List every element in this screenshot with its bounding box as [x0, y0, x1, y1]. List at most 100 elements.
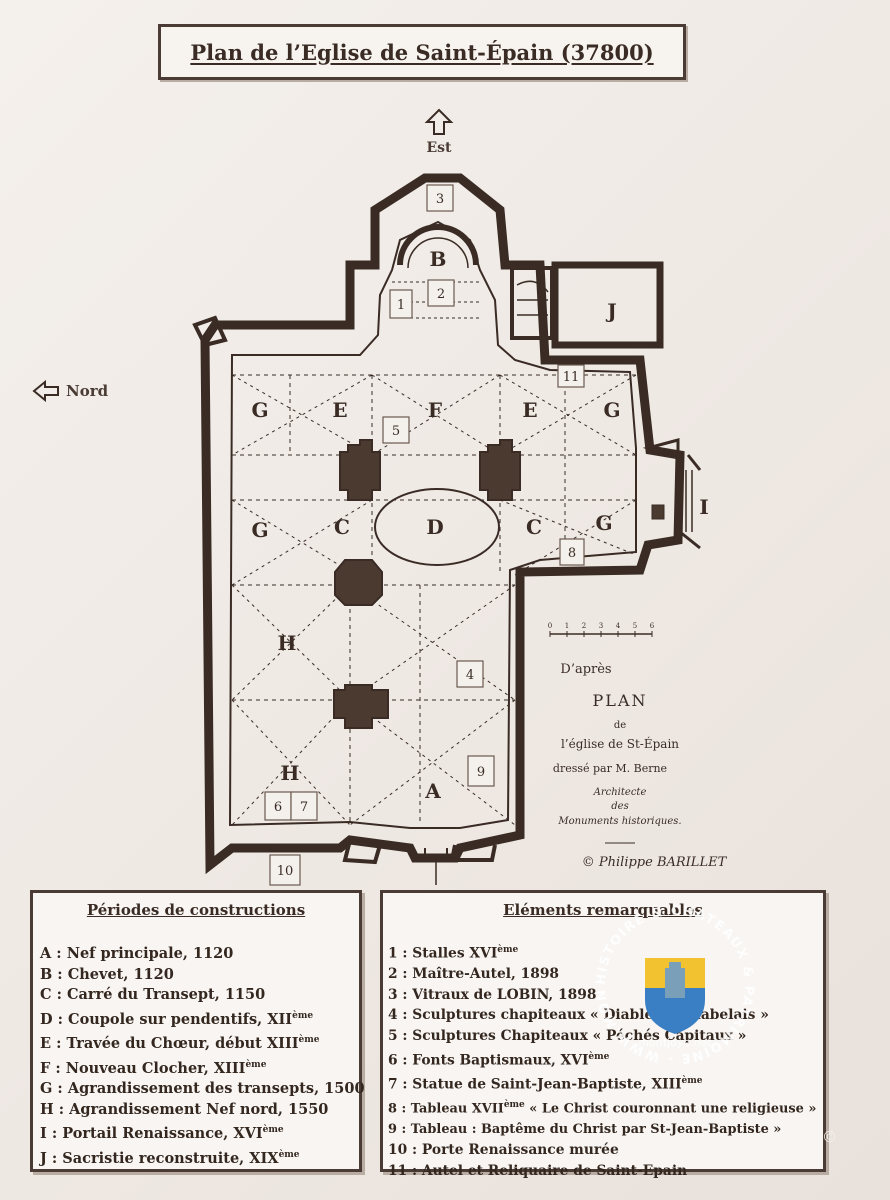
copyright-mark: ©	[822, 1128, 837, 1146]
zone-e-label: E	[522, 398, 537, 422]
period-item: I : Portail Renaissance, XVIème	[40, 1125, 284, 1143]
zone-h-label: H	[278, 631, 297, 655]
church-inner-wall	[228, 220, 637, 829]
arrow-left-icon	[32, 380, 59, 402]
scale-tick-label: 6	[650, 622, 655, 630]
church-outer-wall	[200, 173, 685, 875]
period-item: D : Coupole sur pendentifs, XIIème	[40, 1010, 314, 1028]
watermark-logo: HISTOIRE & CHATEAUX & PATRIMOINE - WWW.M…	[590, 900, 755, 1066]
element-item: 3 : Vitraux de LOBIN, 1898	[388, 986, 597, 1003]
arrow-up-icon	[424, 108, 454, 135]
marker-3: 3	[436, 192, 444, 207]
periods-heading: Périodes de constructions	[86, 901, 306, 919]
attribution-de: de	[614, 720, 626, 731]
scale-tick-label: 2	[582, 622, 586, 630]
ordinal-suffix: ème	[497, 945, 519, 955]
zone-a-label: A	[424, 779, 441, 803]
marker-8: 8	[568, 546, 576, 561]
attribution-plan: PLAN	[593, 691, 648, 710]
element-item: 2 : Maître-Autel, 1898	[388, 966, 560, 983]
compass-north-label: Nord	[66, 382, 109, 400]
pillar	[334, 559, 383, 606]
element-item: 9 : Tableau : Baptême du Christ par St-J…	[388, 1121, 782, 1137]
ordinal-suffix: ème	[262, 1125, 284, 1136]
periods-legend: Périodes de constructions A : Nef princi…	[30, 890, 365, 1172]
watermark-site: montjoye.net	[638, 1036, 712, 1049]
marker-10: 10	[277, 864, 294, 879]
marker-6: 6	[274, 800, 282, 815]
photo-credit: © Philippe BARILLET	[582, 855, 728, 870]
marker-5: 5	[392, 424, 400, 439]
zone-g-label: G	[595, 511, 612, 535]
zone-g-label: G	[251, 398, 268, 422]
zone-g-label: G	[251, 518, 268, 542]
staircase	[510, 266, 554, 340]
period-item: J : Sacristie reconstruite, XIXème	[40, 1149, 300, 1167]
attribution-line1: D’après	[560, 662, 611, 677]
element-item: 7 : Statue de Saint-Jean-Baptiste, XIIIè…	[388, 1075, 703, 1093]
marker-11: 11	[563, 370, 580, 385]
period-item: A : Nef principale, 1120	[40, 945, 234, 962]
marker-2: 2	[437, 287, 445, 302]
pillar	[479, 439, 521, 501]
marker-1: 1	[397, 298, 405, 313]
title-box: Plan de l’Eglise de Saint-Épain (37800)	[158, 24, 686, 80]
compass-east: Est	[418, 108, 460, 156]
periods-list: A : Nef principale, 1120 B : Chevet, 112…	[33, 919, 365, 1169]
zone-e-label: E	[332, 398, 347, 422]
marker-4: 4	[466, 668, 474, 683]
ordinal-suffix: ème	[681, 1075, 703, 1086]
scale-tick-label: 5	[633, 622, 637, 630]
ordinal-suffix: ème	[278, 1149, 300, 1160]
zone-g-label: G	[603, 398, 620, 422]
scale-tick-label: 4	[616, 622, 621, 630]
scale-bar: 0 1 2 3 4 5 6	[548, 622, 655, 637]
floor-plan: B J G E F E G G C D C G I H H A 3 1 2 11…	[192, 173, 728, 886]
zone-j-label: J	[605, 299, 616, 323]
shield-icon	[645, 958, 705, 1034]
zone-f-label: F	[428, 398, 442, 422]
element-item: 6 : Fonts Baptismaux, XVIème	[388, 1051, 610, 1069]
period-item: E : Travée du Chœur, début XIIIème	[40, 1035, 320, 1053]
element-item: 5 : Sculptures Chapiteaux « Péchés Capit…	[388, 1027, 747, 1044]
marker-7: 7	[300, 800, 308, 815]
scale-tick-label: 1	[565, 622, 569, 630]
zone-h-label: H	[281, 761, 300, 785]
element-item: 1 : Stalles XVIème	[388, 945, 519, 962]
attribution-author: dressé par M. Berne	[553, 762, 667, 775]
element-item: 11 : Autel et Reliquaire de Saint-Epain	[388, 1163, 688, 1180]
period-item: G : Agrandissement des transepts, 1500	[40, 1080, 365, 1098]
element-item: 8 : Tableau XVIIème « Le Christ couronna…	[388, 1099, 817, 1117]
elements-heading: Eléments remarquables	[503, 901, 703, 919]
ordinal-suffix: ème	[588, 1051, 610, 1062]
attribution-role1: Architecte	[593, 787, 647, 798]
zone-c-label: C	[334, 515, 350, 539]
compass-east-label: Est	[426, 140, 452, 156]
ordinal-suffix: ème	[298, 1035, 320, 1046]
period-item: C : Carré du Transept, 1150	[40, 986, 266, 1004]
apse-arc	[397, 224, 479, 266]
pillar	[339, 439, 381, 501]
zone-c-label: C	[526, 515, 542, 539]
period-item: B : Chevet, 1120	[40, 965, 174, 983]
ordinal-suffix: ème	[245, 1059, 267, 1070]
period-item: H : Agrandissement Nef nord, 1550	[40, 1100, 329, 1118]
attribution-church: l’église de St-Épain	[561, 736, 679, 751]
zone-b-label: B	[430, 247, 447, 271]
period-item: F : Nouveau Clocher, XIIIème	[40, 1059, 267, 1077]
scale-tick-label: 0	[548, 622, 552, 630]
pillar	[333, 684, 389, 729]
sacristy-j	[551, 261, 664, 349]
marker-9: 9	[477, 765, 485, 780]
page-title: Plan de l’Eglise de Saint-Épain (37800)	[190, 39, 654, 65]
zone-d-label: D	[426, 515, 443, 539]
scale-tick-label: 3	[599, 622, 603, 630]
zone-i-label: I	[699, 495, 708, 519]
ordinal-suffix: ème	[292, 1010, 314, 1021]
ordinal-suffix: ème	[503, 1099, 525, 1110]
attribution-role2: des	[611, 801, 628, 812]
dome-ellipse	[374, 488, 500, 566]
attribution-role3: Monuments historiques.	[557, 816, 681, 827]
compass-north: Nord	[32, 380, 108, 402]
element-item: 10 : Porte Renaissance murée	[388, 1142, 619, 1159]
